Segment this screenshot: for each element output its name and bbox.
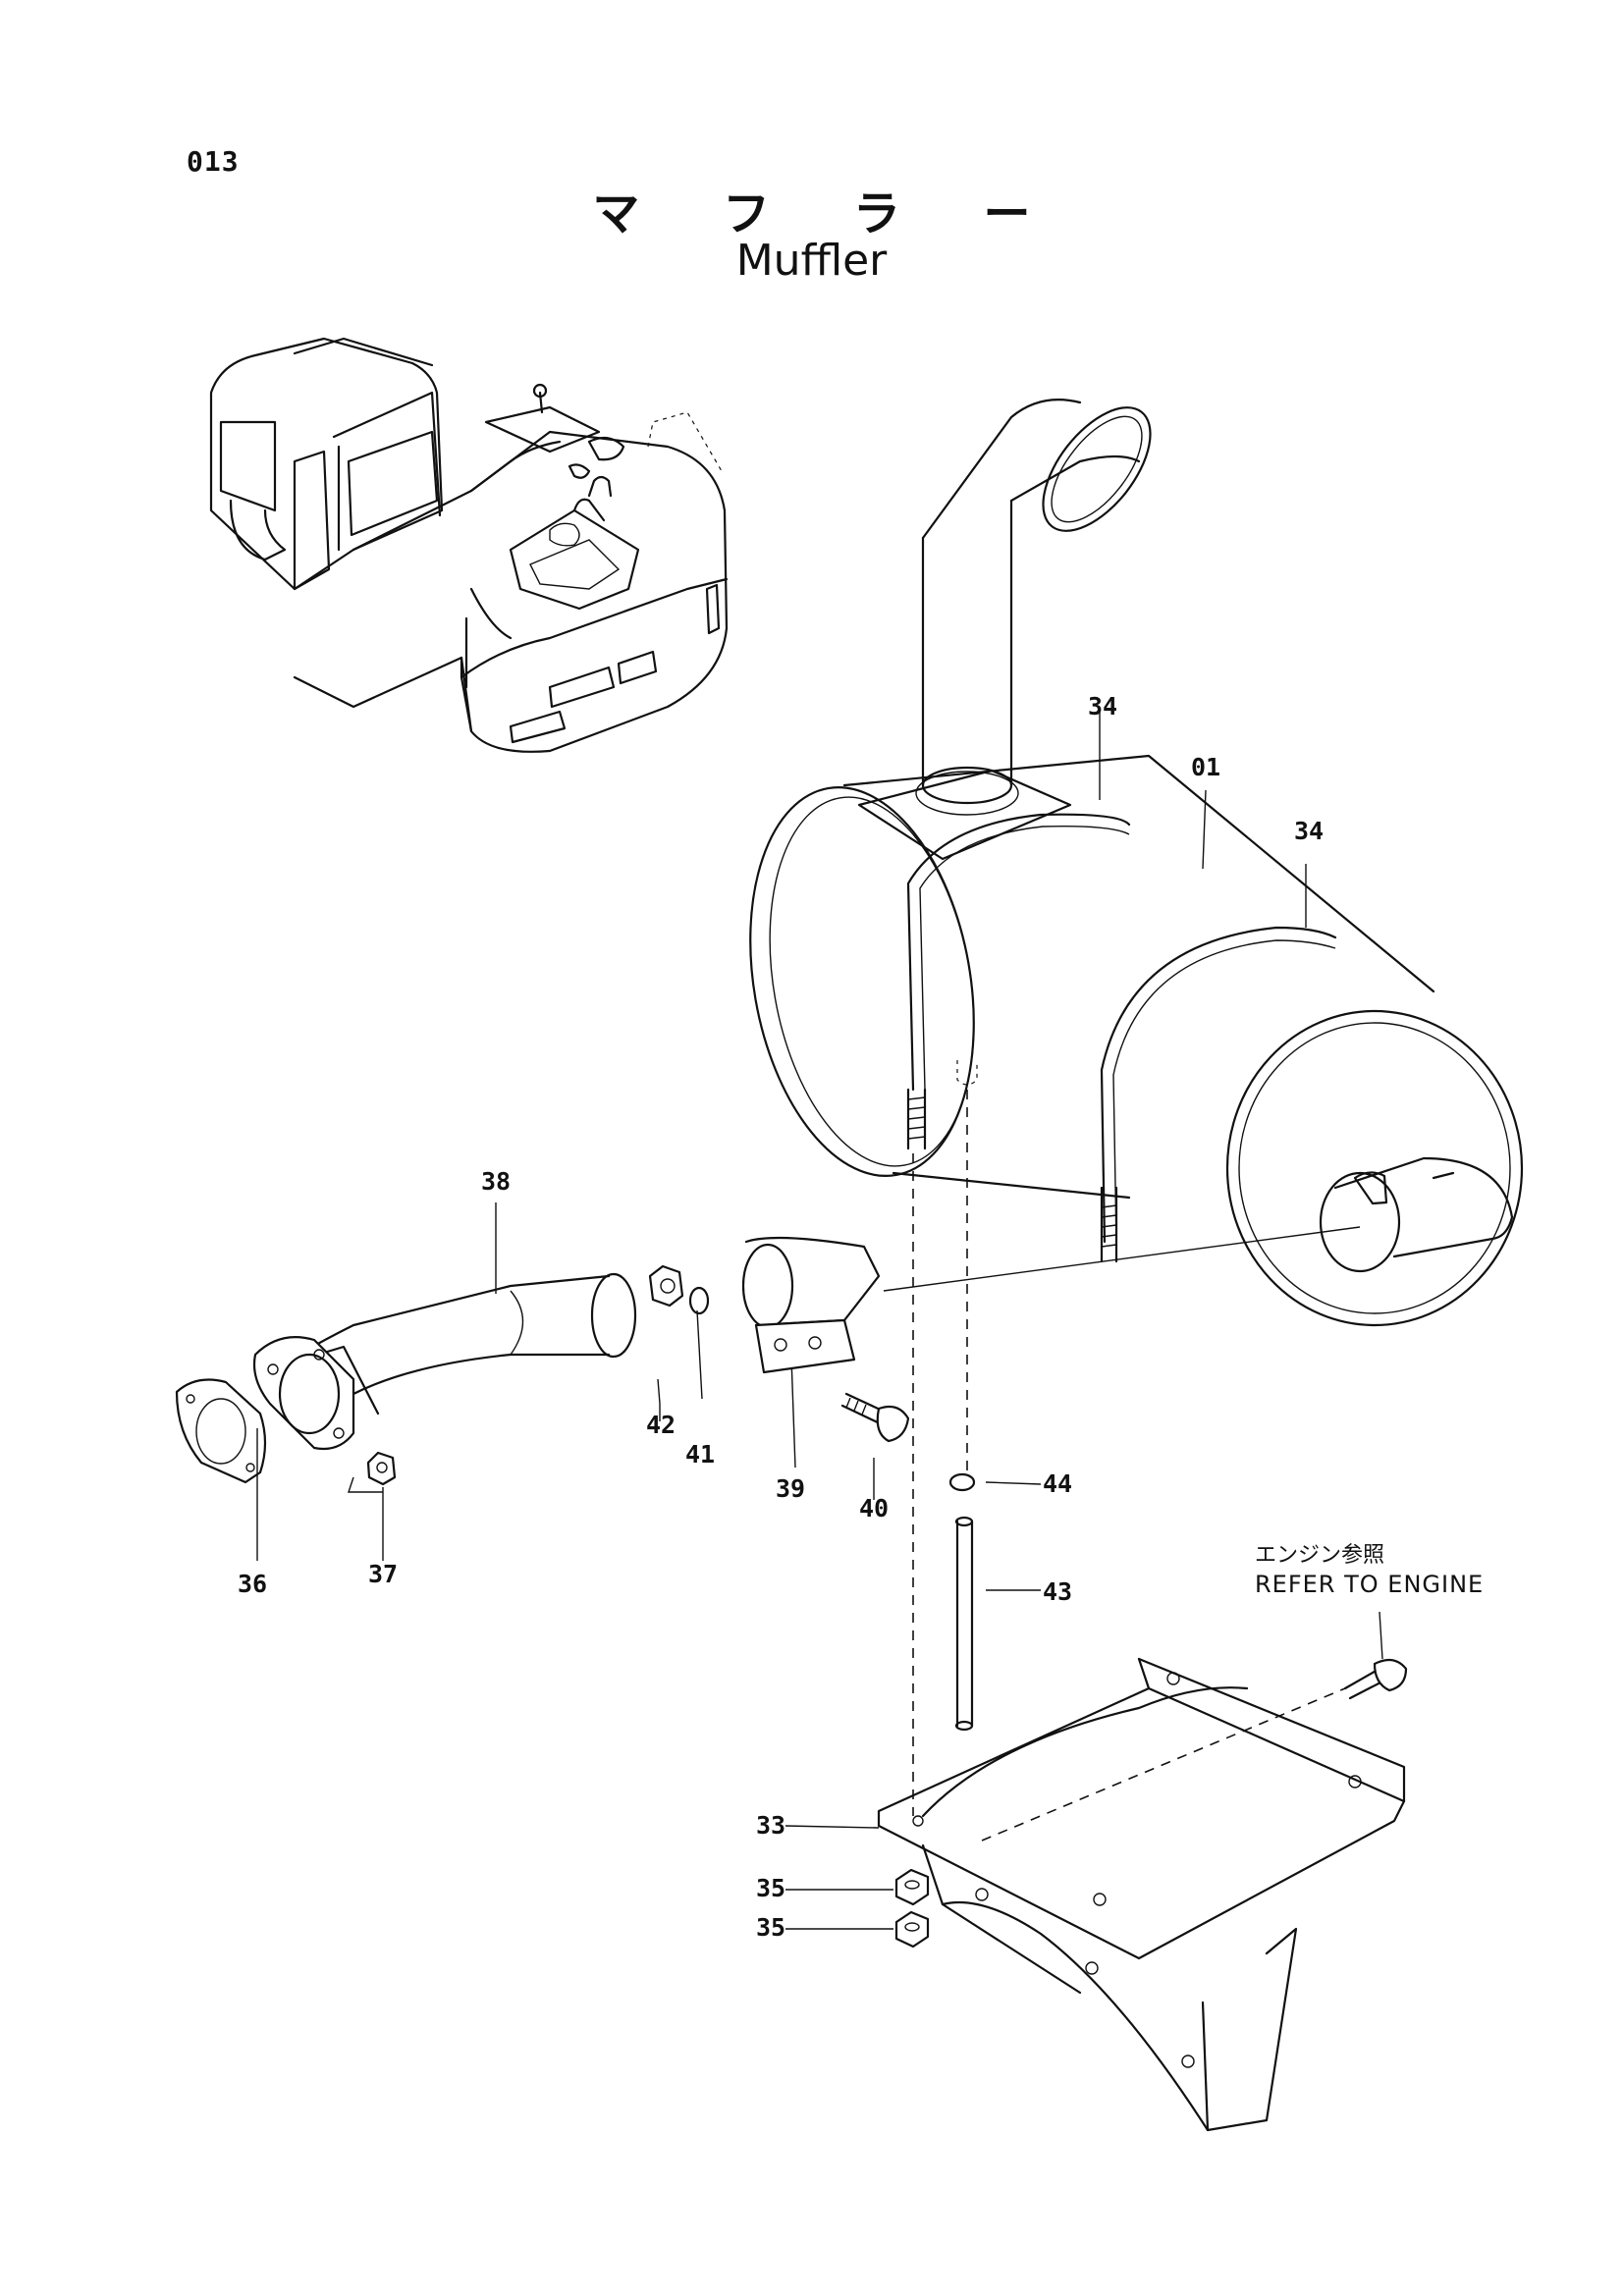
nut-42 [648,1264,684,1308]
label-39: 39 [776,1474,805,1503]
part-labels: 34 01 34 38 42 41 39 40 44 43 36 37 33 3… [238,692,1324,1942]
washer-41 [688,1286,710,1315]
excavator-overview [209,337,729,753]
label-33: 33 [756,1811,785,1840]
label-01: 01 [1191,753,1220,781]
page-title-japanese: マ フ ラ ー [592,187,1064,241]
clamp [741,1236,881,1374]
rod [954,1516,974,1732]
tail-pipe [915,399,1152,816]
bracket [877,1657,1406,2132]
nut-35-upper [894,1868,930,1906]
bolt [840,1392,910,1443]
reference-note: REFER TO ENGINE [1255,1571,1485,1598]
engine-bolt [1343,1611,1408,1700]
nut-37 [366,1451,397,1486]
page-title: Muffler [735,236,888,286]
label-34-top: 34 [1088,692,1117,721]
label-44: 44 [1043,1469,1072,1498]
label-37: 37 [368,1560,398,1588]
muffler-body [749,754,1524,1327]
label-41: 41 [685,1440,715,1468]
flex-pipe [252,1272,637,1451]
connection-lines [256,712,1361,1930]
label-35-lower: 35 [756,1913,785,1942]
label-38: 38 [481,1167,511,1196]
nut-35-lower [894,1910,930,1949]
label-35-upper: 35 [756,1874,785,1902]
label-34-right: 34 [1294,817,1324,845]
label-36: 36 [238,1570,267,1598]
label-40: 40 [859,1494,889,1522]
label-42: 42 [646,1411,676,1439]
reference-note-japanese: エンジン参照 [1255,1543,1385,1568]
label-43: 43 [1043,1577,1072,1606]
gasket [175,1378,267,1484]
page-number: 013 [187,145,240,178]
nut-44 [948,1472,976,1492]
